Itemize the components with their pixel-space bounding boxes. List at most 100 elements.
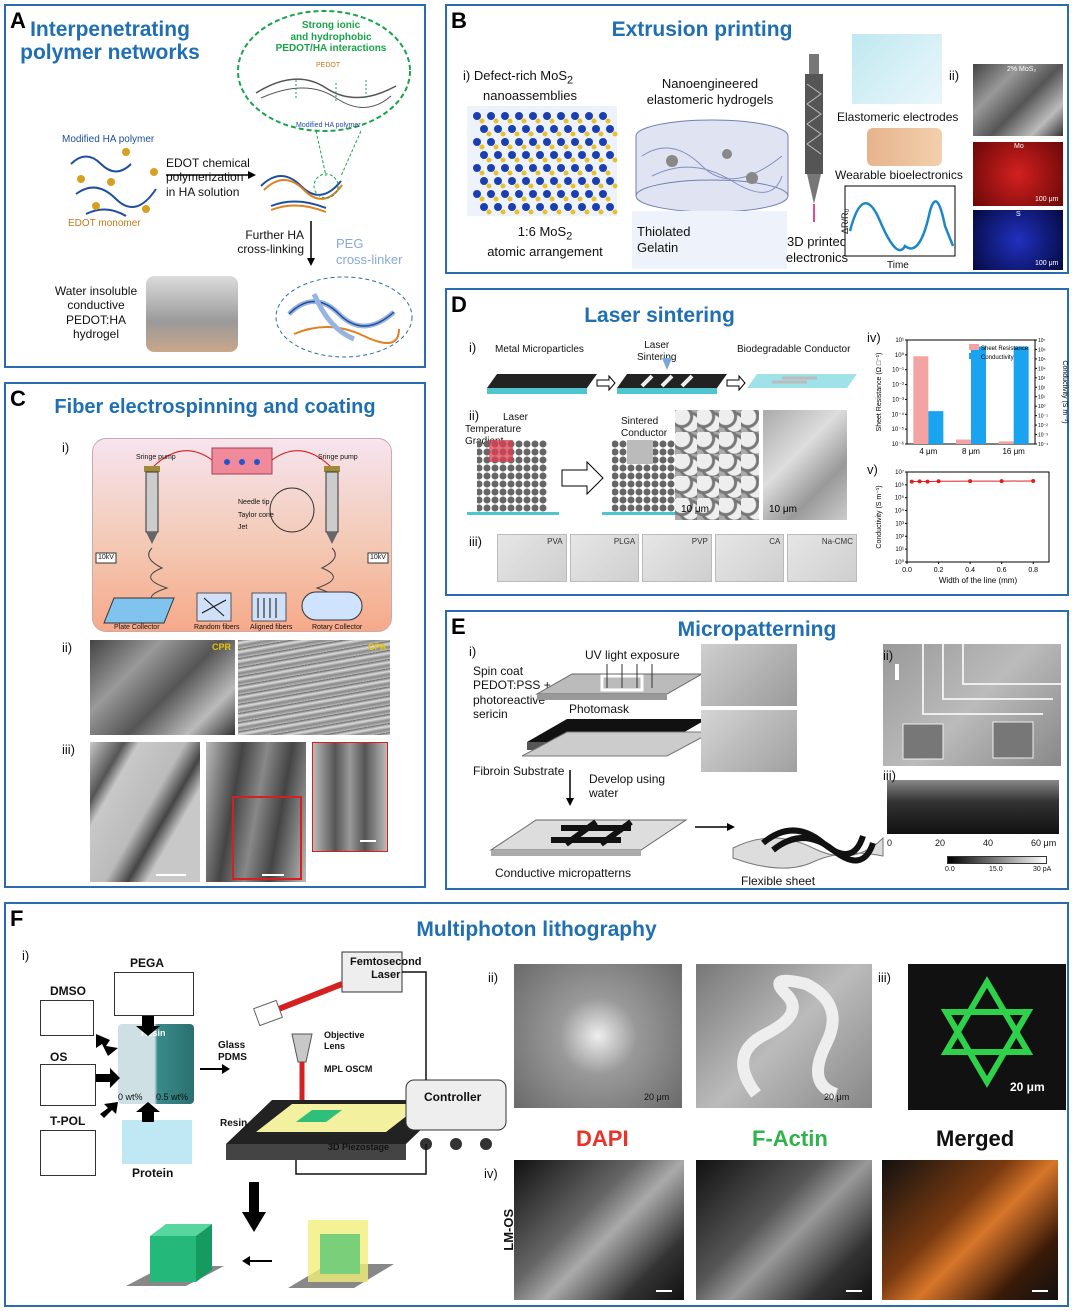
y-tick-label: 10⁰: [895, 559, 905, 566]
substrate-label: PVA: [547, 537, 563, 546]
x-tick-label: 0.8: [1028, 567, 1038, 574]
y2-axis-label: Conductivity (S m⁻¹): [1061, 360, 1068, 423]
mo-atom: [543, 190, 551, 198]
spin-coat-label: Spin coat PEDOT:PSS + photoreactive seri…: [473, 664, 551, 722]
mo-atom: [536, 151, 544, 159]
s-atom: [493, 170, 499, 176]
s-atom: [556, 157, 562, 163]
x-tick-label: 0.4: [965, 567, 975, 574]
s-atom: [570, 183, 576, 189]
scale-label: 10 μm: [769, 504, 797, 515]
series-line: [911, 480, 1034, 483]
x-tick-label: 8 μm: [962, 447, 980, 456]
hexagram-scale: 20 μm: [1010, 1080, 1045, 1094]
micropattern-traces: [895, 644, 1061, 760]
ha-polymer-drawing: [70, 148, 158, 217]
y-axis-label: Conductivity (S m⁻¹): [876, 485, 883, 548]
title-line: Interpenetrating: [30, 18, 190, 41]
mo-atom: [578, 151, 586, 159]
setup-drawing: [95, 447, 389, 624]
signal-ylabel: ΔR/R₀: [840, 208, 851, 235]
s-atom: [584, 131, 590, 137]
uv-label: UV light exposure: [585, 648, 680, 662]
mo-map: [973, 142, 1063, 206]
mo-atom: [564, 125, 572, 133]
substrate-label: PVP: [691, 537, 708, 546]
nanoengineered-label: Nanoengineered elastomeric hydrogels: [635, 76, 785, 107]
objective-label: Objective Lens: [324, 1030, 365, 1052]
mo-atom: [578, 125, 586, 133]
s-atom: [605, 144, 611, 150]
sintered-conductor-label: Sintered Conductor: [621, 416, 667, 440]
s-atom: [577, 144, 583, 150]
y2-tick-label: 10⁻³: [1038, 433, 1048, 439]
fibroin-label: Fibroin Substrate: [473, 764, 565, 778]
s-map: [973, 210, 1063, 270]
mo-atom: [571, 164, 579, 172]
mo-atom: [592, 151, 600, 159]
os-structure: [40, 1064, 96, 1106]
tem-fibers: [90, 742, 200, 882]
y2-tick-label: 10⁻⁴: [1038, 442, 1048, 448]
sint-line: Sintered: [621, 416, 659, 427]
resin-label: Resin: [141, 1028, 166, 1038]
develop-line: Develop using: [589, 772, 666, 786]
merged-image: [882, 1160, 1058, 1300]
develop-label: Develop using water: [589, 772, 665, 801]
laser-sintering-label: Laser Sintering: [637, 340, 676, 364]
y2-tick-label: 10⁻²: [1038, 423, 1048, 429]
y2-tick-label: 10³: [1038, 376, 1046, 382]
scale-bar: [846, 1290, 862, 1292]
mo-atom: [480, 151, 488, 159]
mo-atom: [599, 190, 607, 198]
resin2-label: Resin: [220, 1118, 248, 1129]
nano-line: Nanoengineered: [661, 76, 759, 91]
mod-ha-label: Modified HA polymer: [62, 134, 155, 145]
edot-monomer-label: EDOT monomer: [68, 218, 141, 229]
mo-atom: [557, 190, 565, 198]
thiol-line: Thiolated: [637, 224, 691, 239]
s-scale: 100 μm: [1035, 260, 1059, 267]
mo-atom: [599, 112, 607, 120]
scaffold-green: [126, 1224, 224, 1286]
mo-atom: [585, 164, 593, 172]
scale-bar: [360, 840, 376, 842]
mos2-pct-label: 2% MoS₂: [1007, 66, 1037, 73]
s-atom: [549, 170, 555, 176]
dmso-structure: [40, 1000, 94, 1036]
step-line: Further HA: [245, 228, 304, 242]
printer-nozzle: [805, 54, 823, 222]
cpr-sem: [90, 640, 235, 735]
panel-title: Laser sintering: [584, 304, 735, 327]
tpol-label: T-POL: [50, 1114, 86, 1128]
s-atom: [493, 196, 499, 202]
pdms-line: PDMS: [218, 1052, 247, 1063]
y2-tick-label: 10⁴: [1038, 366, 1046, 372]
atomic-ratio-label: 1:6 MoS2 atomic arrangement: [475, 224, 615, 259]
s-atom: [598, 209, 604, 215]
conductive-label: Conductive micropatterns: [495, 866, 632, 880]
mo-atom: [550, 177, 558, 185]
spin-line: photoreactive: [473, 692, 546, 707]
mo-atom: [501, 190, 509, 198]
colorbar-tick: 15.0: [989, 866, 1003, 873]
s-atom: [500, 183, 506, 189]
s-atom: [563, 170, 569, 176]
panel-title: Interpenetrating polymer networks: [6, 18, 214, 64]
scale-bar: [1032, 1290, 1048, 1292]
s-atom: [521, 144, 527, 150]
particle-stacks: [467, 440, 694, 515]
s-atom: [563, 118, 569, 124]
peg-label: PEG cross-linker: [336, 236, 402, 267]
sub-label: i): [469, 644, 477, 659]
scale-label: 10 μm: [681, 504, 709, 515]
pump-left-label: Sringe pump: [136, 454, 176, 461]
substrate-sample: Na-CMC: [787, 534, 857, 582]
sub-label: iii): [883, 768, 896, 783]
y-tick-label: 10⁻¹: [892, 368, 904, 374]
sub-label: ii): [62, 640, 73, 655]
mo-atom: [515, 112, 523, 120]
network-zoom: [275, 276, 413, 358]
rotary-label: Rotary Collector: [312, 624, 363, 631]
